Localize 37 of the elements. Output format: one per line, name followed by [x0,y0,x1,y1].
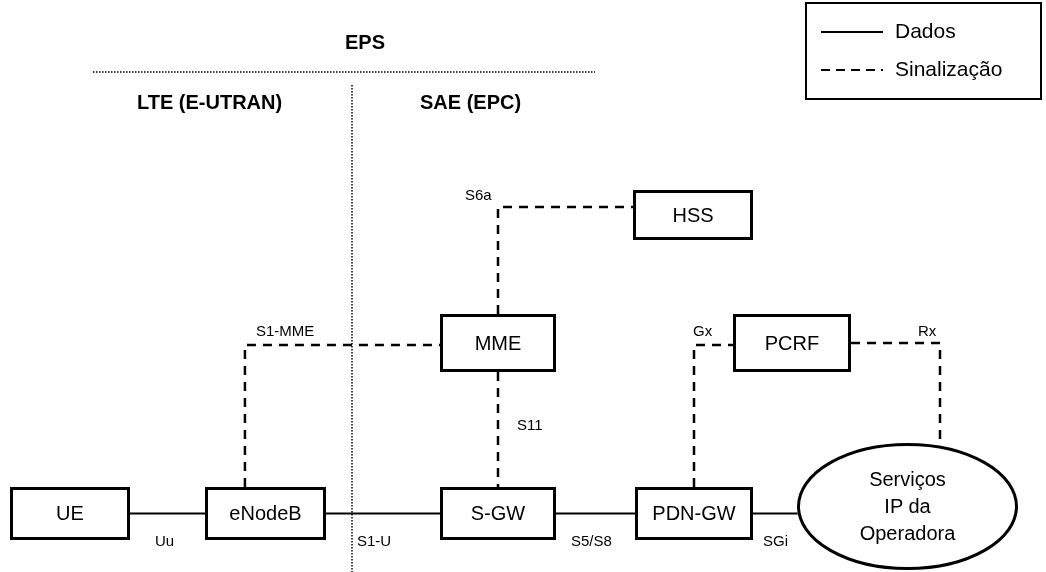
connector-line [555,512,636,515]
legend-label: Sinalização [895,57,1003,81]
network-box [10,487,130,540]
network-box [635,487,753,540]
edge-label: SGi [763,532,788,549]
network-box [440,487,556,540]
node-label: UE [56,501,84,526]
node-label: Serviços IP da Operadora [859,467,956,546]
connector-line [243,343,440,487]
connector-line [752,512,799,515]
edge-label: S1-MME [256,322,315,339]
node-label: MME [474,330,522,356]
connector-line [496,372,500,487]
connector-line [692,343,733,487]
section-heading: LTE (E-UTRAN) [137,91,283,114]
connector-line [129,512,206,515]
node-label: PCRF [764,330,820,356]
edge-label: Rx [918,322,937,339]
node-label: HSS [672,202,714,228]
network-box [205,487,326,540]
node-label: S-GW [470,501,526,526]
network-box [733,314,851,372]
network-box [440,314,556,372]
node-label: eNodeB [229,501,302,526]
edge-label: S6a [465,186,492,203]
node-label: PDN-GW [652,501,736,526]
section-heading: SAE (EPC) [420,91,522,114]
edge-label: Uu [155,532,175,549]
connector-line [325,512,441,515]
edge-label: Gx [693,322,713,339]
edge-label: S11 [517,416,543,433]
edge-label: S5/S8 [571,532,612,549]
network-box [633,190,753,240]
diagram-title: EPS [345,31,386,54]
edge-label: S1-U [357,532,392,549]
legend-label: Dados [895,19,956,43]
connector-line [496,205,633,314]
